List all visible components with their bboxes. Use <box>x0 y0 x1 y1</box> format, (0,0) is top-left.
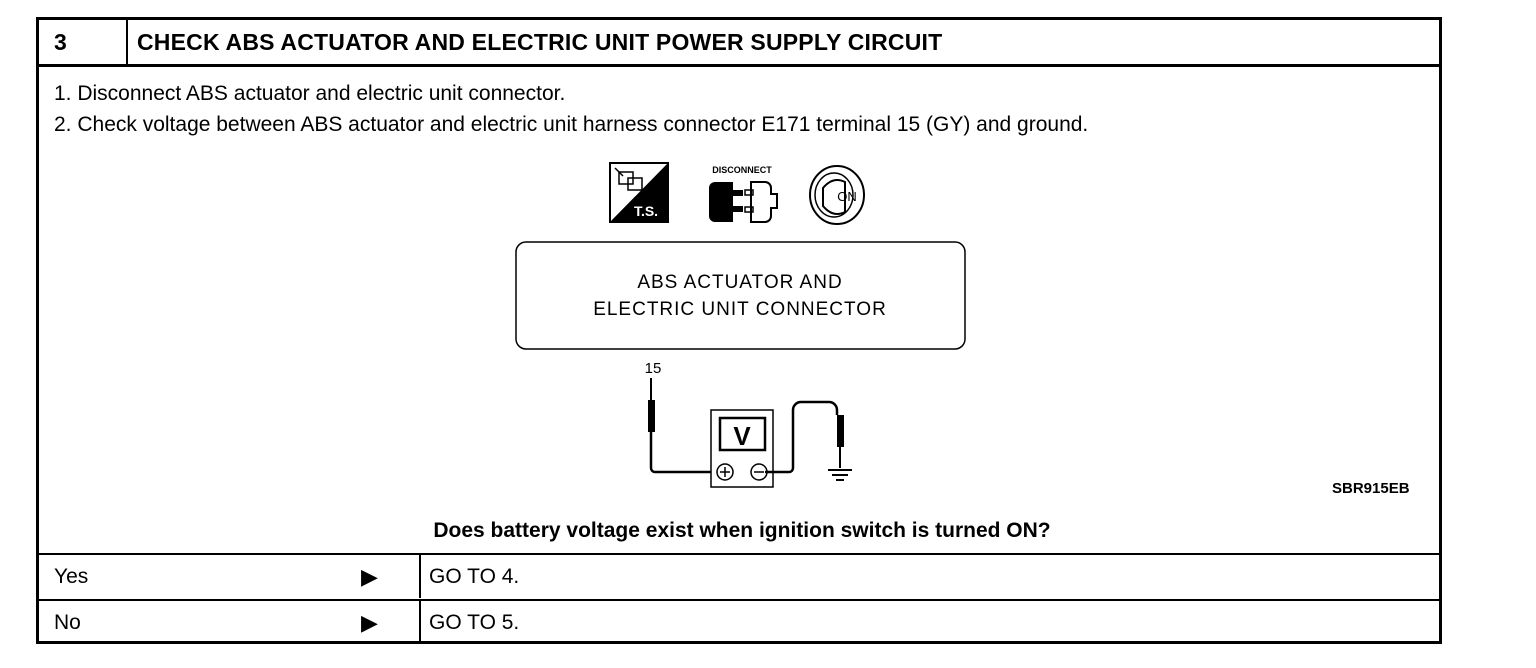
connector-label-line1: ABS ACTUATOR AND <box>637 272 842 293</box>
answer-yes: Yes <box>54 565 89 588</box>
answer-no: No <box>54 611 81 634</box>
ground-icon <box>828 469 852 481</box>
lead-negative <box>765 400 839 474</box>
arrow-right-icon: ▶ <box>361 610 378 635</box>
lead-positive <box>649 432 719 474</box>
procedure-step: 2. Check voltage between ABS actuator an… <box>54 113 1089 136</box>
ts-label: T.S. <box>634 203 658 219</box>
check-question: Does battery voltage exist when ignition… <box>433 519 1051 542</box>
voltmeter-label: V <box>733 421 751 451</box>
arrow-right-icon: ▶ <box>361 564 378 589</box>
connector-label-line2: ELECTRIC UNIT CONNECTOR <box>593 299 887 320</box>
connector-box <box>515 241 966 350</box>
step-number: 3 <box>39 20 128 64</box>
action-no: GO TO 5. <box>429 611 520 634</box>
disconnect-connector-icon: DISCONNECT <box>709 165 778 223</box>
terminal-label: 15 <box>645 360 662 377</box>
column-divider <box>419 601 421 644</box>
ts-icon: T.S. <box>609 162 669 223</box>
column-divider <box>419 555 421 598</box>
procedure-steps: 1. Disconnect ABS actuator and electric … <box>54 78 1088 140</box>
figure-code: SBR915EB <box>1332 480 1410 497</box>
step-title: CHECK ABS ACTUATOR AND ELECTRIC UNIT POW… <box>137 29 943 55</box>
disconnect-label: DISCONNECT <box>712 165 772 175</box>
action-yes: GO TO 4. <box>429 565 520 588</box>
circuit-figure: T.S. DISCONNECT ON ABS ACTUATOR AND ELEC… <box>515 162 966 488</box>
key-on-label: ON <box>837 189 857 204</box>
inspection-table: 3 CHECK ABS ACTUATOR AND ELECTRIC UNIT P… <box>36 17 1442 644</box>
step-header: 3 CHECK ABS ACTUATOR AND ELECTRIC UNIT P… <box>39 20 1439 67</box>
procedure-step: 1. Disconnect ABS actuator and electric … <box>54 82 566 105</box>
probe-positive <box>648 400 655 432</box>
result-row-yes: Yes ▶ GO TO 4. <box>39 553 1439 598</box>
probe-negative <box>837 415 844 447</box>
ignition-key-on-icon: ON <box>809 165 865 225</box>
result-row-no: No ▶ GO TO 5. <box>39 599 1439 644</box>
